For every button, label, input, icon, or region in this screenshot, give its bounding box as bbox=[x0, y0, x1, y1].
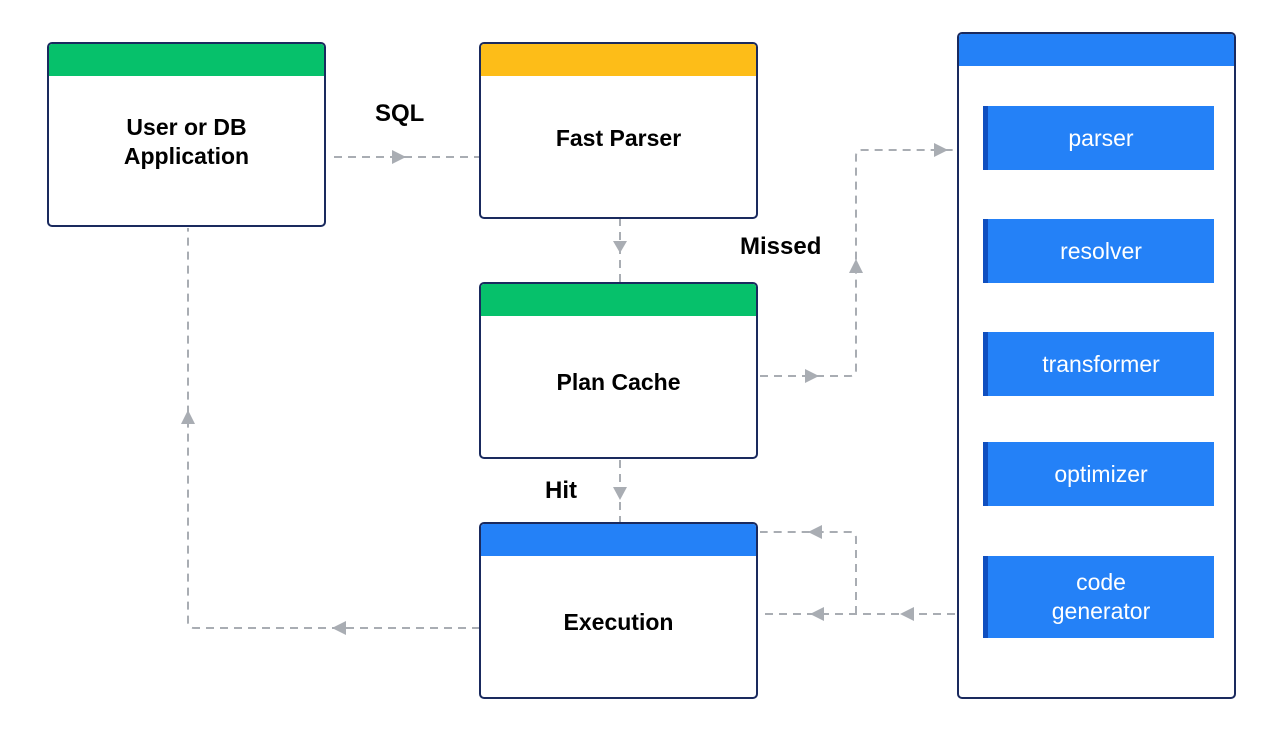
arrowhead-cache-icon bbox=[613, 241, 627, 253]
edge-label-missed: Missed bbox=[740, 233, 822, 260]
execution-node: Execution bbox=[479, 522, 758, 699]
node-header-blue bbox=[959, 34, 1234, 66]
plan-cache-label: Plan Cache bbox=[556, 369, 681, 395]
arrowhead-exec-left-icon bbox=[810, 607, 824, 621]
node-header-green bbox=[49, 44, 324, 76]
edge-label-hit: Hit bbox=[545, 477, 577, 504]
arrowhead-hit-icon bbox=[613, 487, 627, 500]
arrowhead-missed-up-icon bbox=[849, 259, 863, 273]
arrowhead-return-up-icon bbox=[181, 410, 195, 424]
fast-parser-node: Fast Parser bbox=[479, 42, 758, 219]
user-application-label: User or DB Application bbox=[123, 114, 250, 169]
arrowhead-parser-icon bbox=[934, 143, 948, 157]
stage-transformer: transformer bbox=[983, 332, 1214, 396]
arrowhead-return-left-icon bbox=[332, 621, 346, 635]
edge-execution-to-app bbox=[187, 228, 480, 629]
stage-code-generator: code generator bbox=[983, 556, 1214, 638]
stage-parser: parser bbox=[983, 106, 1214, 170]
node-header-green bbox=[481, 284, 756, 316]
node-header-blue bbox=[481, 524, 756, 556]
node-header-yellow bbox=[481, 44, 756, 76]
fast-parser-label: Fast Parser bbox=[555, 125, 682, 151]
user-application-node: User or DB Application bbox=[47, 42, 326, 227]
arrowhead-codegen-left-icon bbox=[900, 607, 914, 621]
arrowhead-loop-icon bbox=[808, 525, 822, 539]
plan-cache-node: Plan Cache bbox=[479, 282, 758, 459]
edge-loop-to-execution bbox=[760, 531, 857, 614]
stage-optimizer: optimizer bbox=[983, 442, 1214, 506]
arrowhead-missed-right-icon bbox=[805, 369, 819, 383]
stage-resolver: resolver bbox=[983, 219, 1214, 283]
execution-label: Execution bbox=[563, 609, 674, 635]
edge-plan-cache-to-parser bbox=[760, 149, 983, 377]
arrowhead-sql-icon bbox=[392, 150, 406, 164]
edge-label-sql: SQL bbox=[375, 100, 425, 127]
